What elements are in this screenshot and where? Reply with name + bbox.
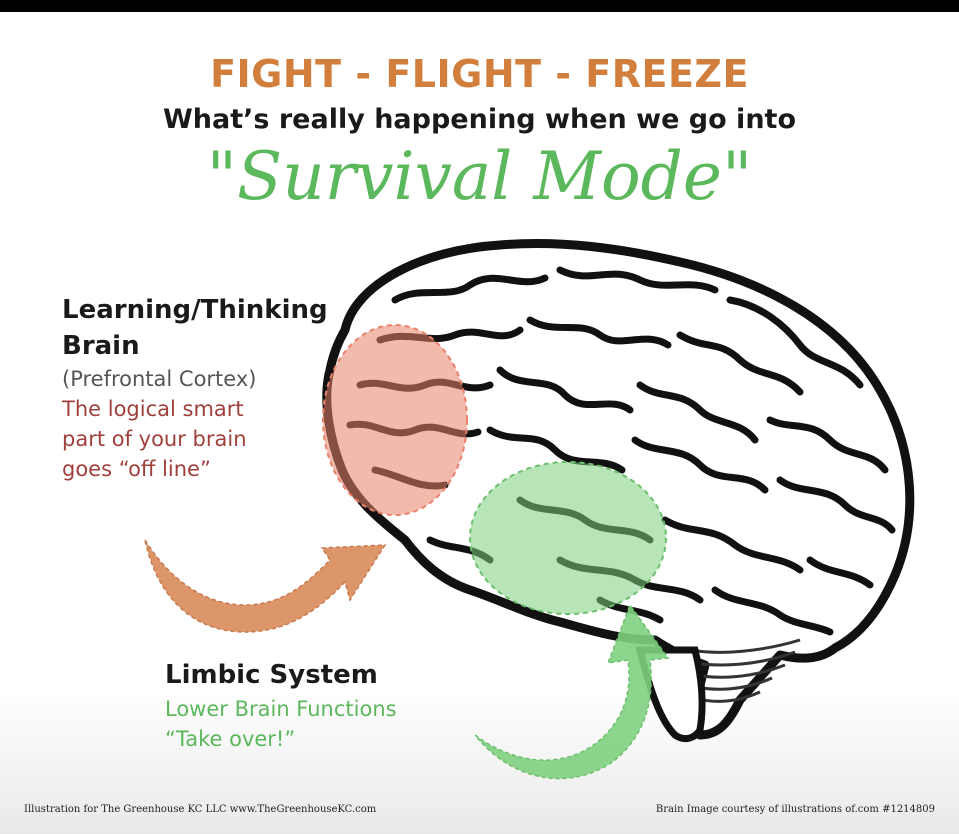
top-black-bar (0, 0, 959, 12)
limbic-desc-2: “Take over!” (165, 727, 296, 751)
brain-stem (635, 646, 706, 743)
green-arrow (474, 603, 670, 780)
limbic-desc-1: Lower Brain Functions (165, 697, 397, 721)
main-title: FIGHT - FLIGHT - FREEZE (210, 52, 749, 96)
limbic-heading: Limbic System (165, 660, 378, 690)
prefrontal-desc-3: goes “off line” (62, 457, 211, 481)
survival-mode-heading: "Survival Mode" (206, 138, 753, 215)
subtitle: What’s really happening when we go into (162, 104, 796, 135)
prefrontal-text-block: Learning/Thinking Brain (Prefrontal Cort… (62, 292, 362, 484)
prefrontal-desc-2: part of your brain (62, 427, 247, 451)
prefrontal-heading-1: Learning/Thinking (62, 295, 328, 325)
limbic-highlight (469, 461, 667, 615)
limbic-text-block: Limbic System Lower Brain Functions “Tak… (165, 656, 485, 754)
prefrontal-heading-2: Brain (62, 331, 140, 361)
prefrontal-label: (Prefrontal Cortex) (62, 367, 257, 391)
bottom-gradient (0, 690, 959, 834)
footer-right-credit: Brain Image courtesy of illustrations of… (655, 804, 935, 815)
orange-arrow (144, 539, 387, 633)
footer-left-credit: Illustration for The Greenhouse KC LLC w… (24, 804, 377, 815)
prefrontal-desc-1: The logical smart (62, 397, 244, 421)
prefrontal-highlight (322, 324, 468, 516)
